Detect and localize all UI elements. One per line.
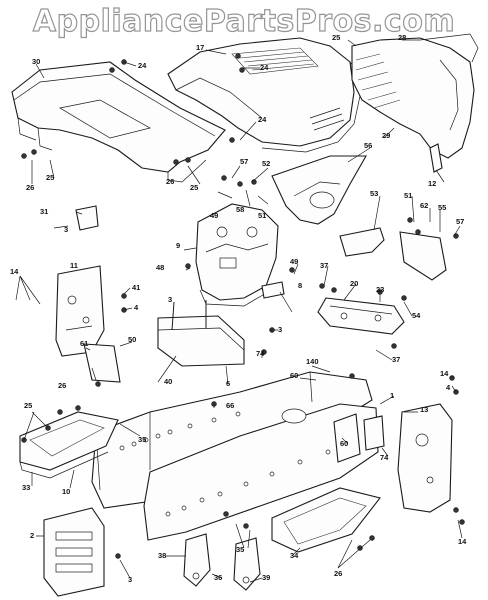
callout-28: 28 (398, 33, 407, 42)
rear-fender-part-30 (11, 61, 226, 183)
fasteners (21, 53, 465, 559)
callout-14: 14 (458, 537, 467, 546)
callout-51: 51 (404, 191, 413, 200)
footrest-part-10 (19, 411, 119, 479)
callout-35: 35 (138, 435, 147, 444)
callout-49: 49 (290, 257, 299, 266)
plate-part-41 (83, 343, 121, 383)
frame-holes (119, 411, 331, 517)
callout-41: 41 (132, 283, 141, 292)
callout-14: 14 (440, 369, 449, 378)
callout-62: 62 (420, 201, 429, 210)
callout-25: 25 (46, 173, 55, 182)
callout-11: 11 (70, 261, 78, 270)
callout-60: 60 (340, 439, 349, 448)
callout-140: 140 (306, 357, 319, 366)
callout-25: 25 (332, 33, 341, 42)
callout-55: 55 (438, 203, 447, 212)
bracket-part-38 (183, 533, 261, 591)
callout-31: 31 (40, 207, 49, 216)
callout-4: 4 (134, 303, 139, 312)
callout-14: 14 (10, 267, 19, 276)
callout-9: 9 (176, 241, 181, 250)
battery-tray-part-40 (157, 300, 245, 367)
callout-3: 3 (278, 325, 283, 334)
bracket-part-53 (339, 227, 447, 281)
small-brackets (75, 143, 443, 463)
callout-25: 25 (190, 183, 199, 192)
callout-40: 40 (164, 377, 173, 386)
callout-36: 36 (214, 573, 223, 582)
callout-17: 17 (196, 43, 205, 52)
callout-51: 51 (258, 211, 267, 220)
callout-26: 26 (334, 569, 343, 578)
callout-26: 26 (166, 177, 175, 186)
callout-24: 24 (260, 63, 269, 72)
callout-23: 23 (376, 285, 385, 294)
side-plate-part-13 (397, 403, 453, 513)
footrest-part-34 (271, 487, 381, 553)
callout-34: 34 (290, 551, 299, 560)
plate-part-2 (43, 507, 105, 597)
callout-24: 24 (138, 61, 147, 70)
callout-58: 58 (236, 205, 245, 214)
callout-37: 37 (320, 261, 329, 270)
callout-74: 74 (380, 453, 389, 462)
hood-support-part-56 (271, 155, 367, 225)
callout-66: 66 (226, 401, 235, 410)
bracket-part-20 (317, 297, 405, 335)
callout-26: 26 (58, 381, 67, 390)
callout-50: 50 (128, 335, 137, 344)
callout-24: 24 (258, 115, 267, 124)
callout-3: 3 (64, 225, 69, 234)
grille-part-29 (351, 33, 479, 159)
callout-3: 3 (128, 575, 133, 584)
callout-38: 38 (158, 551, 167, 560)
callout-3: 3 (168, 295, 173, 304)
callout-54: 54 (412, 311, 421, 320)
callout-37: 37 (392, 355, 401, 364)
main-frame-part-1 (91, 371, 379, 541)
callout-1: 1 (390, 391, 395, 400)
callout-61: 61 (80, 339, 89, 348)
callout-56: 56 (364, 141, 373, 150)
callout-12: 12 (428, 179, 437, 188)
callout-4: 4 (446, 383, 451, 392)
callout-60: 60 (290, 371, 299, 380)
callout-48: 48 (156, 263, 165, 272)
callout-6: 6 (226, 379, 231, 388)
callout-49: 49 (210, 211, 219, 220)
callout-35: 35 (236, 545, 245, 554)
callout-10: 10 (62, 487, 71, 496)
leader-lines (15, 39, 463, 583)
callout-8: 8 (298, 281, 303, 290)
callout-33: 33 (22, 483, 31, 492)
callout-26: 26 (26, 183, 35, 192)
callout-53: 53 (370, 189, 379, 198)
callout-52: 52 (262, 159, 271, 168)
callout-74: 74 (256, 349, 265, 358)
callout-25: 25 (24, 401, 33, 410)
callout-57: 57 (240, 157, 249, 166)
callout-30: 30 (32, 57, 41, 66)
callout-20: 20 (350, 279, 359, 288)
hood-part-17 (167, 37, 361, 153)
callout-39: 39 (262, 573, 271, 582)
callout-2: 2 (30, 531, 35, 540)
callout-57: 57 (456, 217, 465, 226)
callout-29: 29 (382, 131, 391, 140)
callout-13: 13 (420, 405, 429, 414)
